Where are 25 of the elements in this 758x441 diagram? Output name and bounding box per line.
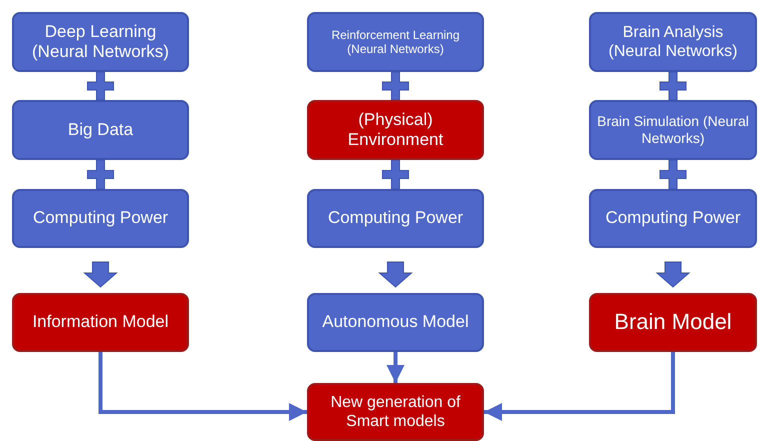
process-box: Brain Analysis (Neural Networks) [589,12,757,72]
process-box: Brain Simulation (Neural Networks) [589,100,757,160]
arrow [386,352,404,383]
process-box: Information Model [12,293,189,352]
process-box: New generation of Smart models [307,383,484,441]
plus-connector [87,160,114,190]
plus-connector [382,160,409,190]
block-arrow [83,262,118,288]
process-box: Autonomous Model [307,293,484,352]
plus-connector [382,72,409,100]
process-box: Brain Model [589,293,757,352]
process-box: Computing Power [589,189,757,248]
plus-connector [660,72,686,100]
process-box: Computing Power [307,189,484,248]
arrow [484,352,675,421]
arrow [98,352,307,421]
process-box: Reinforcement Learning (Neural Networks) [307,12,484,72]
block-arrow [656,262,690,288]
process-box: Computing Power [12,189,189,248]
process-box: Big Data [12,100,189,160]
process-box: (Physical) Environment [307,100,484,160]
plus-connector [660,160,686,190]
block-arrow [378,262,413,288]
plus-connector [87,72,114,100]
process-box: Deep Learning (Neural Networks) [12,12,189,72]
